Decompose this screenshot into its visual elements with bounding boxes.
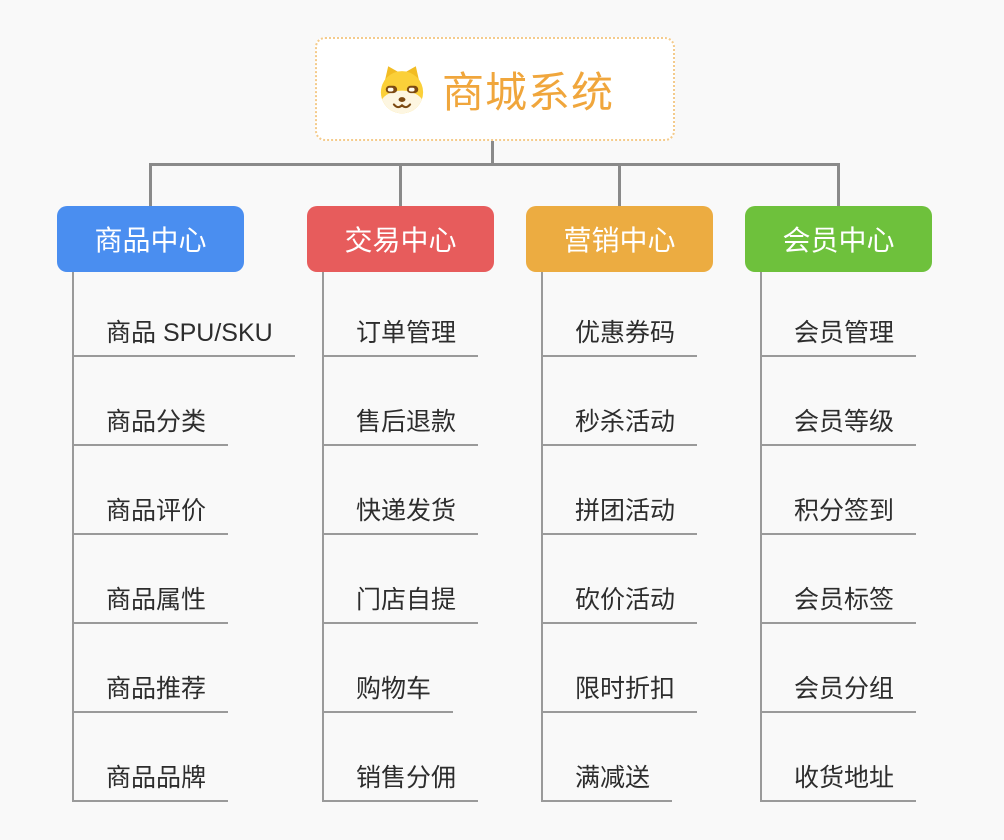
root-connector-stem <box>491 141 494 165</box>
child-row: 满减送 <box>541 756 673 802</box>
child-row: 商品属性 <box>72 578 229 624</box>
child-row: 商品品牌 <box>72 756 229 802</box>
branch-label: 商品中心 <box>94 225 207 256</box>
child-node[interactable]: 会员分组 <box>760 667 917 713</box>
connector-drop <box>149 163 152 206</box>
child-node[interactable]: 商品品牌 <box>72 756 229 802</box>
child-row: 限时折扣 <box>541 667 698 713</box>
child-node[interactable]: 购物车 <box>322 667 454 713</box>
branch-node-4[interactable]: 会员中心 <box>745 206 932 272</box>
child-node[interactable]: 会员管理 <box>760 311 917 357</box>
child-row: 积分签到 <box>760 489 917 535</box>
child-node[interactable]: 砍价活动 <box>541 578 698 624</box>
child-node[interactable]: 满减送 <box>541 756 673 802</box>
branch-trunk <box>72 272 74 802</box>
child-row: 拼团活动 <box>541 489 698 535</box>
child-row: 购物车 <box>322 667 454 713</box>
child-node[interactable]: 积分签到 <box>760 489 917 535</box>
child-row: 门店自提 <box>322 578 479 624</box>
child-row: 秒杀活动 <box>541 400 698 446</box>
child-row: 订单管理 <box>322 311 479 357</box>
connector-drop <box>837 163 840 206</box>
child-row: 优惠券码 <box>541 311 698 357</box>
connector-drop <box>618 163 621 206</box>
child-row: 会员分组 <box>760 667 917 713</box>
branch-trunk <box>760 272 762 802</box>
branch-node-3[interactable]: 营销中心 <box>526 206 713 272</box>
child-row: 会员管理 <box>760 311 917 357</box>
child-row: 销售分佣 <box>322 756 479 802</box>
branch-label: 会员中心 <box>782 225 895 256</box>
root-node[interactable]: 商城系统 <box>315 37 675 141</box>
child-row: 快递发货 <box>322 489 479 535</box>
branch-label: 交易中心 <box>344 225 457 256</box>
child-row: 会员标签 <box>760 578 917 624</box>
child-node[interactable]: 门店自提 <box>322 578 479 624</box>
child-row: 砍价活动 <box>541 578 698 624</box>
child-node[interactable]: 秒杀活动 <box>541 400 698 446</box>
child-row: 收货地址 <box>760 756 917 802</box>
root-title: 商城系统 <box>441 68 614 116</box>
child-node[interactable]: 会员标签 <box>760 578 917 624</box>
child-row: 会员等级 <box>760 400 917 446</box>
child-node[interactable]: 快递发货 <box>322 489 479 535</box>
branch-node-1[interactable]: 商品中心 <box>57 206 244 272</box>
child-row: 商品分类 <box>72 400 229 446</box>
child-node[interactable]: 商品分类 <box>72 400 229 446</box>
branch-trunk <box>322 272 324 802</box>
child-node[interactable]: 拼团活动 <box>541 489 698 535</box>
branch-node-2[interactable]: 交易中心 <box>307 206 494 272</box>
child-node[interactable]: 订单管理 <box>322 311 479 357</box>
child-node[interactable]: 商品评价 <box>72 489 229 535</box>
child-row: 商品 SPU/SKU <box>72 311 295 357</box>
child-node[interactable]: 商品属性 <box>72 578 229 624</box>
connector-drop <box>399 163 402 206</box>
child-row: 商品评价 <box>72 489 229 535</box>
child-node[interactable]: 收货地址 <box>760 756 917 802</box>
connector-horizontal-bar <box>149 163 840 166</box>
child-node[interactable]: 售后退款 <box>322 400 479 446</box>
branch-label: 营销中心 <box>563 225 676 256</box>
child-node[interactable]: 限时折扣 <box>541 667 698 713</box>
branch-trunk <box>541 272 543 802</box>
child-node[interactable]: 会员等级 <box>760 400 917 446</box>
child-row: 商品推荐 <box>72 667 229 713</box>
child-node[interactable]: 优惠券码 <box>541 311 698 357</box>
child-row: 售后退款 <box>322 400 479 446</box>
child-node[interactable]: 商品 SPU/SKU <box>72 311 295 357</box>
child-node[interactable]: 销售分佣 <box>322 756 479 802</box>
shiba-dog-icon <box>376 63 428 115</box>
child-node[interactable]: 商品推荐 <box>72 667 229 713</box>
